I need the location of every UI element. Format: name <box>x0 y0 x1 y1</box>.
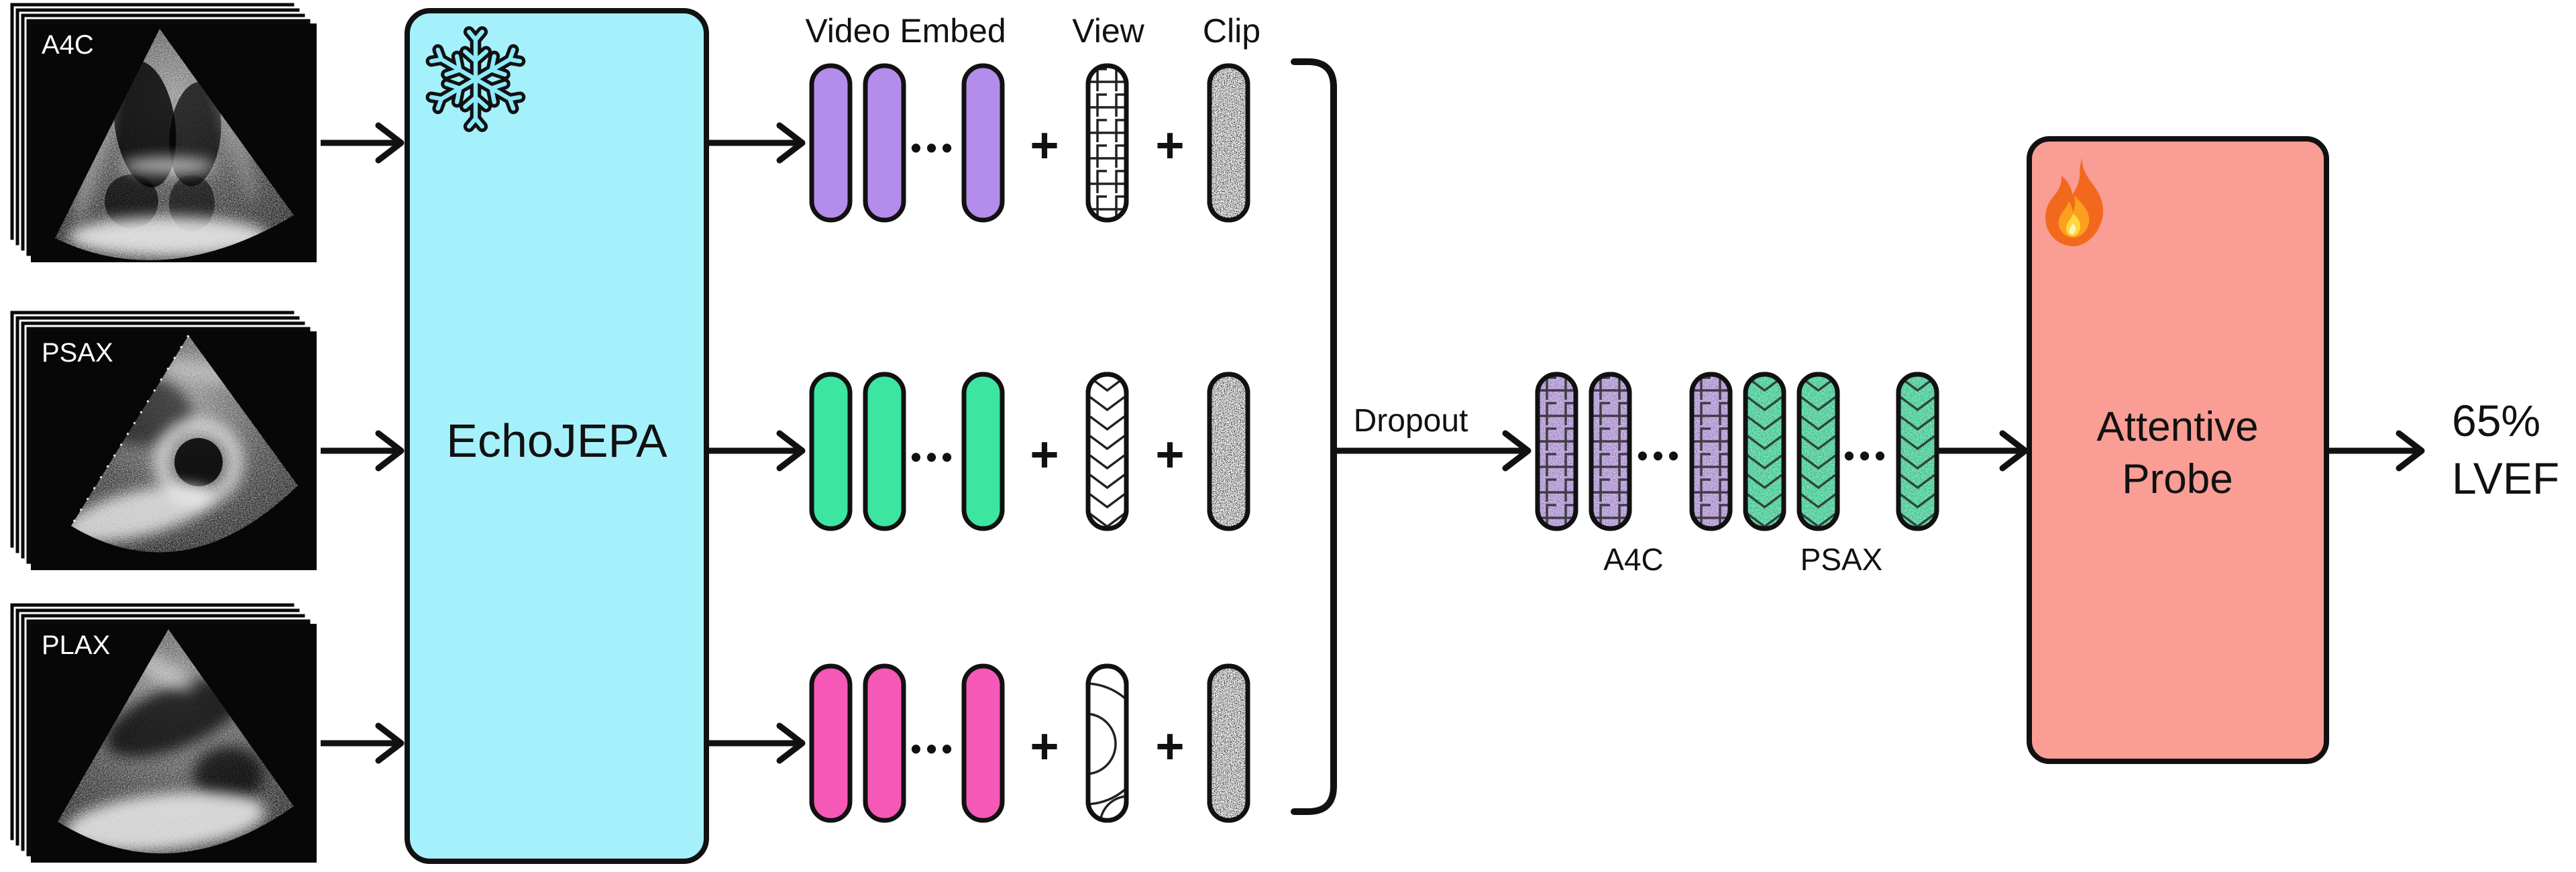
concat-bracket <box>1291 58 1337 815</box>
video-embed-pill-plax-n <box>964 666 1002 820</box>
token-pill-psax-1 <box>1746 374 1784 529</box>
clip-embed-pill-plax <box>1210 666 1248 820</box>
encoder-label: EchoJEPA <box>446 415 667 467</box>
input-stack-label-plax: PLAX <box>42 631 111 660</box>
token-pill-a4c-n <box>1692 374 1730 529</box>
video-embed-pill-psax-n <box>964 374 1002 529</box>
token-pill-psax-n <box>1898 374 1937 529</box>
ellipsis-plax-embeds: ••• <box>910 731 957 766</box>
dropout-label: Dropout <box>1353 403 1468 439</box>
input-stack-a4c <box>8 1 317 262</box>
plus-a4c-view: + <box>1030 117 1059 173</box>
probe-box <box>2027 136 2329 764</box>
video-embed-pill-plax-2 <box>865 666 904 820</box>
video-embed-pill-a4c-2 <box>865 66 904 220</box>
encoder-box-rect <box>405 8 709 864</box>
view-embed-pill-a4c <box>1088 66 1126 220</box>
echo-ultrasound-a4c <box>31 23 317 262</box>
token-pill-a4c-1 <box>1538 374 1576 529</box>
token-pill-a4c-2 <box>1591 374 1629 529</box>
ellipsis-psax-embeds: ••• <box>910 439 957 474</box>
output-value: 65% <box>2452 396 2541 445</box>
token-pill-psax-2 <box>1799 374 1837 529</box>
plus-plax-view: + <box>1030 718 1059 774</box>
video-embed-pill-a4c-n <box>964 66 1002 220</box>
clip-embed-pill-psax <box>1210 374 1248 529</box>
video-embed-pill-psax-2 <box>865 374 904 529</box>
input-stack-label-a4c: A4C <box>42 30 94 60</box>
echo-ultrasound-psax <box>31 331 317 570</box>
output-metric: LVEF <box>2452 453 2560 503</box>
fire-icon <box>2045 158 2104 246</box>
plus-psax-view: + <box>1030 427 1059 482</box>
view-column-label: View <box>1072 12 1144 50</box>
output-label: 65% LVEF <box>2452 392 2559 507</box>
video-embed-column-label: Video Embed <box>805 12 1006 50</box>
token-group-label-a4c: A4C <box>1603 542 1664 577</box>
video-embed-pill-psax-1 <box>812 374 850 529</box>
input-stack-label-psax: PSAX <box>42 338 113 368</box>
token-group-label-psax: PSAX <box>1800 542 1883 577</box>
probe-box-rect <box>2027 136 2329 764</box>
encoder-box <box>405 8 709 864</box>
video-embed-pill-plax-1 <box>812 666 850 820</box>
ellipsis-a4c-tokens: ••• <box>1637 438 1684 473</box>
plus-plax-clip: + <box>1155 718 1185 774</box>
input-stack-plax <box>8 601 317 863</box>
ellipsis-a4c-embeds: ••• <box>910 130 957 165</box>
probe-label: Attentive Probe <box>2096 404 2259 502</box>
input-stack-psax <box>8 309 317 570</box>
echo-ultrasound-plax <box>31 624 317 863</box>
plus-a4c-clip: + <box>1155 117 1185 173</box>
clip-embed-pill-a4c <box>1210 66 1248 220</box>
plus-psax-clip: + <box>1155 427 1185 482</box>
view-embed-pill-psax <box>1088 374 1126 529</box>
video-embed-pill-a4c-1 <box>812 66 850 220</box>
ellipsis-psax-tokens: ••• <box>1843 438 1890 473</box>
clip-column-label: Clip <box>1202 12 1261 50</box>
